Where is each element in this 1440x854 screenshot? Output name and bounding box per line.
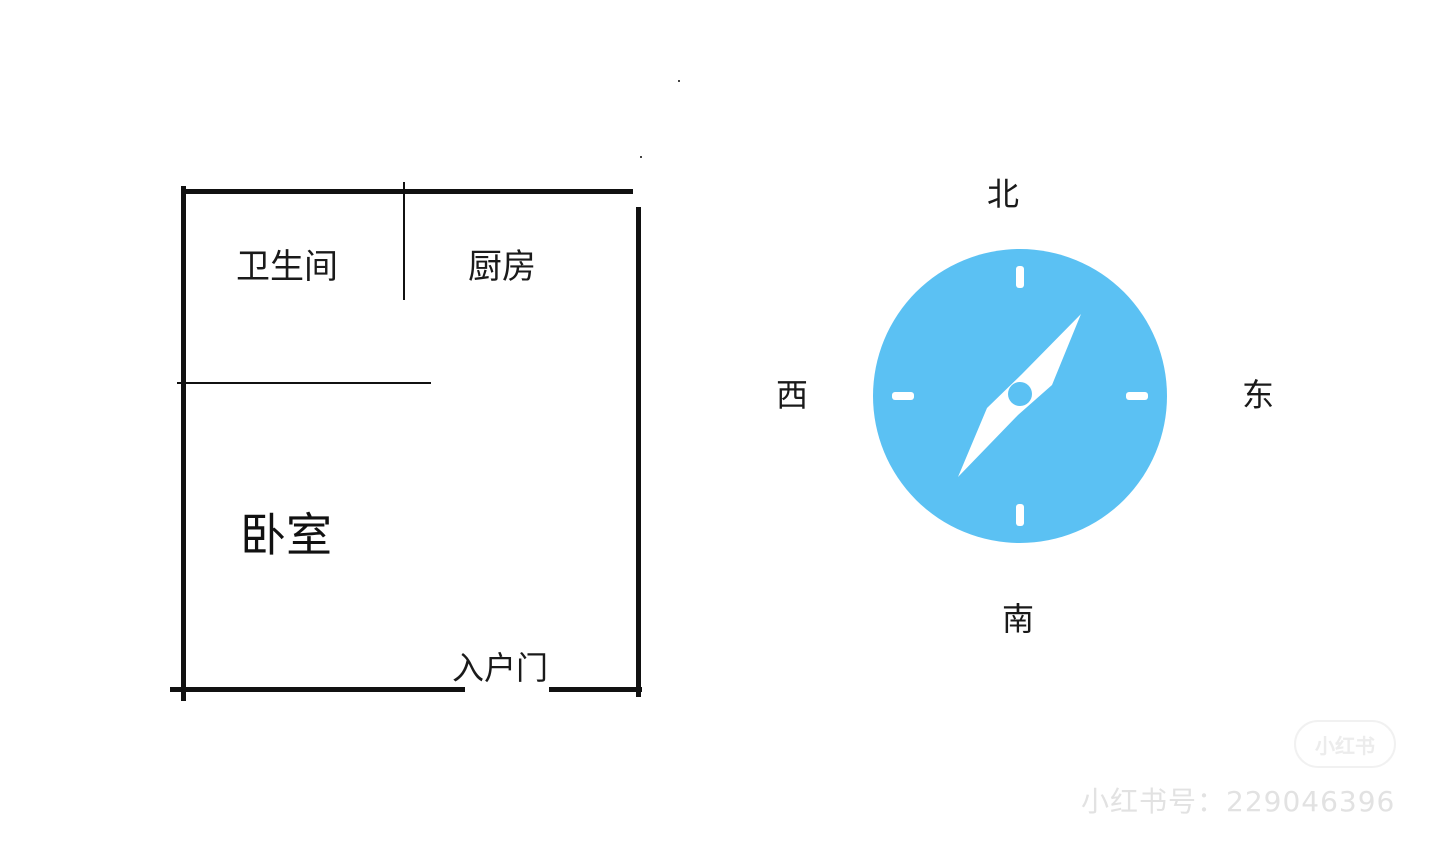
wall-top — [181, 189, 633, 194]
stray-dot — [640, 156, 642, 158]
compass-icon — [873, 249, 1167, 543]
entrance-door-label: 入户门 — [452, 649, 549, 687]
wall-right — [636, 207, 641, 697]
watermark-logo: 小红书 — [1294, 720, 1396, 768]
room-label-bedroom: 卧室 — [240, 508, 332, 562]
direction-south: 南 — [1002, 600, 1035, 638]
watermark-id: 小红书号：229046396 — [1081, 785, 1396, 818]
wall-bottom-right — [549, 687, 642, 692]
wall-bottom-left — [170, 687, 465, 692]
direction-east: 东 — [1242, 376, 1275, 414]
partition-bathroom-kitchen — [403, 182, 405, 300]
direction-west: 西 — [776, 376, 809, 414]
wall-left — [181, 186, 186, 701]
room-label-kitchen: 厨房 — [468, 247, 536, 287]
room-label-bathroom: 卫生间 — [236, 247, 338, 287]
direction-north: 北 — [987, 175, 1020, 213]
partition-bathroom-bedroom — [177, 382, 431, 384]
stray-dot — [678, 80, 680, 82]
